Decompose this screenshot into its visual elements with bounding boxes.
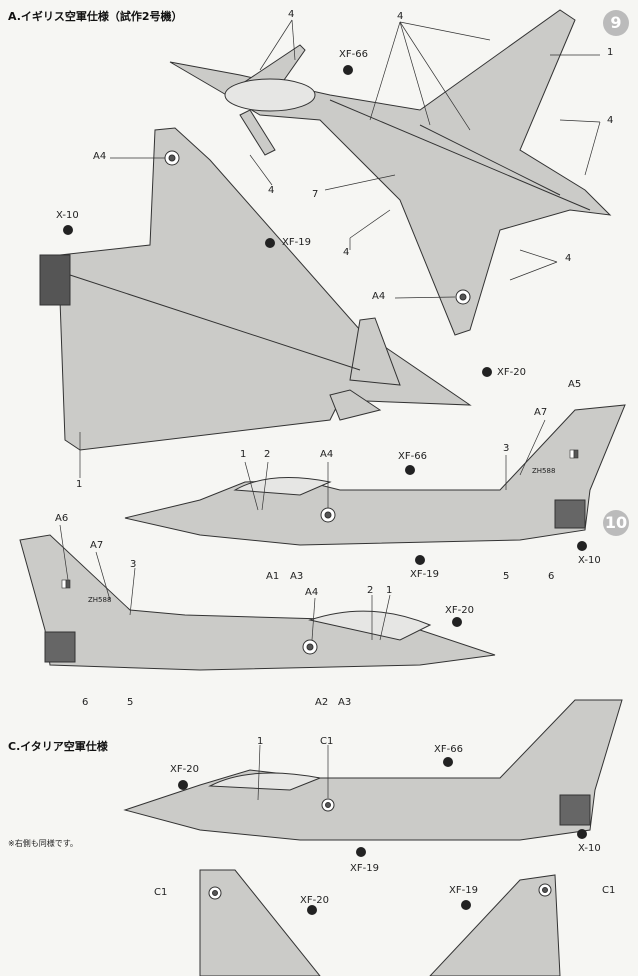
paint-label-xf19: XF-19 xyxy=(410,569,439,580)
label-a4: A4 xyxy=(93,151,107,162)
leader-lines xyxy=(59,19,601,801)
section-a-title: A.イギリス空軍仕様（試作2号機） xyxy=(8,10,183,23)
label-c1: C1 xyxy=(320,736,334,747)
label-a4: A4 xyxy=(305,587,319,598)
top-view-aircraft xyxy=(169,9,612,336)
paint-label-xf19: XF-19 xyxy=(350,863,379,874)
label-1: 1 xyxy=(386,585,393,596)
paint-label-xf19: XF-19 xyxy=(449,885,478,896)
label-5: 5 xyxy=(127,697,134,708)
label-1: 1 xyxy=(607,47,614,58)
label-2: 2 xyxy=(264,449,271,460)
label-4: 4 xyxy=(397,11,404,22)
paint-label-xf20: XF-20 xyxy=(497,367,526,378)
paint-label-xf66: XF-66 xyxy=(339,49,368,60)
label-4: 4 xyxy=(288,9,295,20)
roundels xyxy=(164,150,552,900)
page-number-right: 10 xyxy=(603,510,629,536)
paint-label-xf20: XF-20 xyxy=(170,764,199,775)
label-a6: A6 xyxy=(55,513,69,524)
paint-label-xf20: XF-20 xyxy=(300,895,329,906)
label-3: 3 xyxy=(130,559,137,570)
paint-label-xf66: XF-66 xyxy=(398,451,427,462)
label-6: 6 xyxy=(82,697,89,708)
label-4: 4 xyxy=(607,115,614,126)
label-a4: A4 xyxy=(372,291,386,302)
label-c1: C1 xyxy=(154,887,168,898)
label-3: 3 xyxy=(503,443,510,454)
side-view-italy xyxy=(123,699,623,841)
paint-label-xf20: XF-20 xyxy=(445,605,474,616)
label-a3: A3 xyxy=(338,697,352,708)
serial-number: ZH588 xyxy=(532,467,556,475)
label-4: 4 xyxy=(268,185,275,196)
bottom-wing-views xyxy=(199,869,561,976)
side-view-left xyxy=(19,534,496,671)
label-7: 7 xyxy=(312,189,319,200)
label-a7: A7 xyxy=(534,407,548,418)
label-a5: A5 xyxy=(568,379,582,390)
label-a7: A7 xyxy=(90,540,104,551)
paint-label-xf66: XF-66 xyxy=(434,744,463,755)
section-c-title: C.イタリア空軍仕様 xyxy=(8,740,108,753)
label-1: 1 xyxy=(240,449,247,460)
label-6: 6 xyxy=(548,571,555,582)
bottom-view-aircraft xyxy=(39,127,472,451)
label-a4: A4 xyxy=(320,449,334,460)
paint-label-x10: X-10 xyxy=(578,843,601,854)
paint-label-xf19: XF-19 xyxy=(282,237,311,248)
paint-label-x10: X-10 xyxy=(578,555,601,566)
serial-number: ZH588 xyxy=(88,596,112,604)
side-view-right xyxy=(124,404,626,546)
paint-markers xyxy=(63,65,587,915)
label-4: 4 xyxy=(343,247,350,258)
label-5: 5 xyxy=(503,571,510,582)
label-a1: A1 xyxy=(266,571,280,582)
label-a2: A2 xyxy=(315,697,329,708)
label-1: 1 xyxy=(76,479,83,490)
fin-flag xyxy=(61,449,579,589)
paint-label-x10: X-10 xyxy=(56,210,79,221)
label-4: 4 xyxy=(565,253,572,264)
label-a3: A3 xyxy=(290,571,304,582)
label-1: 1 xyxy=(257,736,264,747)
page-number-top: 9 xyxy=(603,10,629,36)
label-c1: C1 xyxy=(602,885,616,896)
label-2: 2 xyxy=(367,585,374,596)
note-right-side-same: ※右側も同様です。 xyxy=(8,839,78,848)
